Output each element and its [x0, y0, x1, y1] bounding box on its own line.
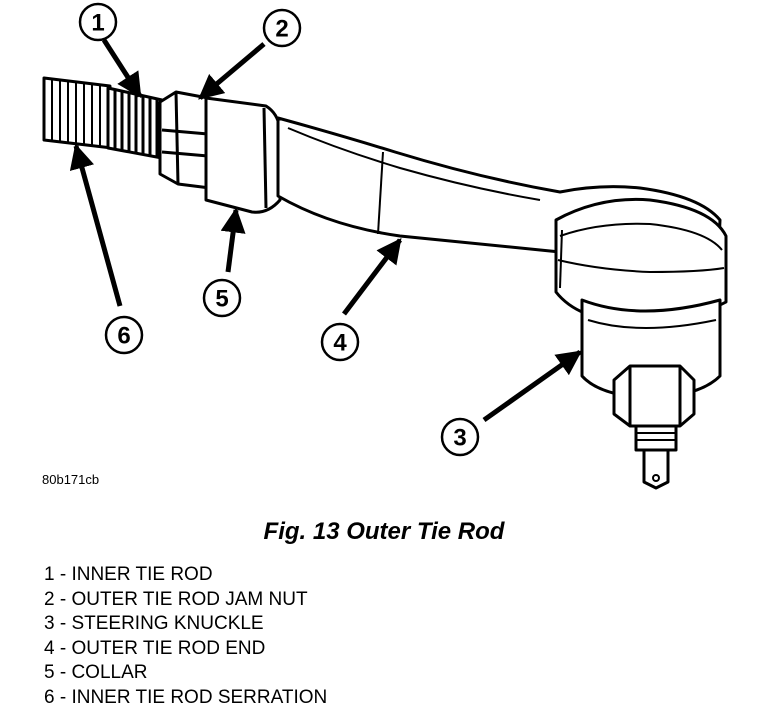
callout-1-number: 1 [91, 10, 104, 37]
callout-1-circle [78, 2, 118, 42]
callout-3-leader [482, 349, 583, 423]
callout-6-number: 6 [117, 323, 130, 350]
inner-tie-rod-shaft [42, 76, 114, 150]
callout-3-circle [440, 417, 480, 457]
collar [204, 96, 282, 214]
jam-nut [158, 90, 212, 190]
legend-item: 1 - INNER TIE ROD [44, 564, 213, 585]
figure-caption: Fig. 13 Outer Tie Rod [263, 518, 505, 545]
callout-4-number: 4 [333, 330, 347, 357]
callout-5-circle [202, 278, 242, 318]
callout-5-leader [220, 207, 246, 273]
threaded-section [106, 86, 164, 160]
legend-item: 5 - COLLAR [44, 662, 148, 684]
callout-6-circle [104, 315, 144, 355]
legend: 1 - INNER TIE ROD 2 - OUTER TIE ROD JAM … [44, 563, 327, 711]
callout-2-circle [262, 8, 302, 48]
legend-item: 6 - INNER TIE ROD SERRATION [44, 686, 328, 708]
legend-item: 4 - OUTER TIE ROD END [44, 637, 266, 659]
callout-1-leader [101, 38, 143, 99]
figure-code: 80b171cb [42, 472, 100, 487]
legend-item: 3 - STEERING KNUCKLE [44, 613, 264, 635]
outer-tie-rod-end [276, 116, 728, 324]
callout-2-leader [198, 42, 266, 100]
ball-stud [612, 364, 696, 490]
callout-3-number: 3 [453, 425, 466, 452]
outer-tie-rod-diagram: 1 2 3 4 5 6 [42, 2, 728, 490]
callout-4-circle [320, 322, 360, 362]
callout-2-number: 2 [275, 16, 288, 43]
callout-5-number: 5 [215, 286, 228, 313]
callout-6-leader [69, 143, 123, 307]
legend-item: 2 - OUTER TIE ROD JAM NUT [44, 588, 308, 610]
callout-4-leader [342, 238, 402, 316]
